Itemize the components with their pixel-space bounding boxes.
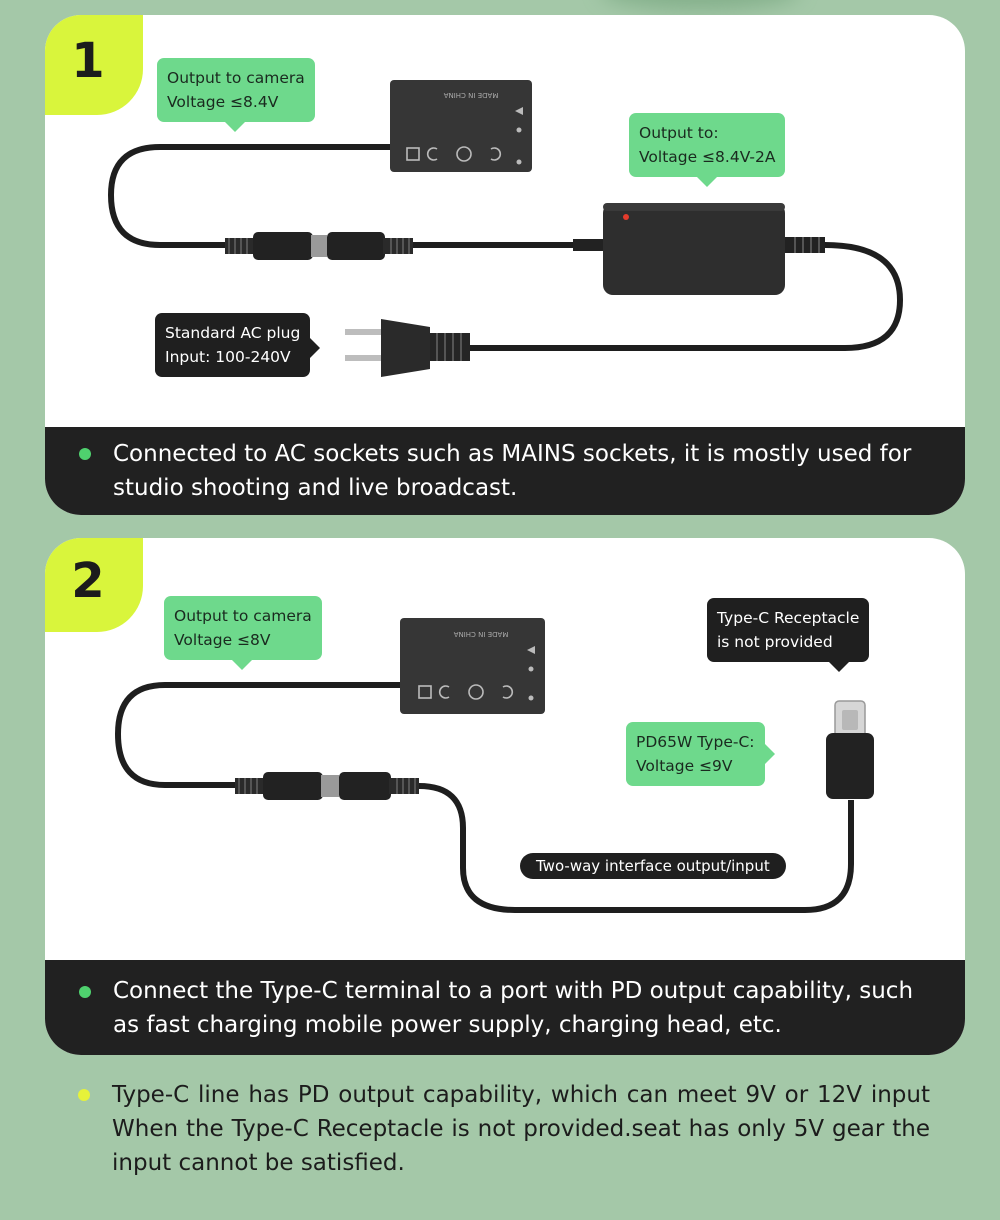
receptacle-callout: Type-C Receptacle is not provided [707,598,870,672]
barrel-connector [235,772,419,800]
battery-label: MADE IN CHINA [453,630,508,638]
type-c-panel: 2 MADE I [45,538,965,1055]
barrel-connector [225,232,413,260]
type-c-connector [826,700,874,799]
step-number-badge: 1 [45,15,143,115]
two-way-interface-label: Two-way interface output/input [520,853,786,879]
dummy-battery: MADE IN CHINA [400,618,545,714]
panel-caption: Connect the Type-C terminal to a port wi… [45,960,965,1055]
pd-type-c-callout: PD65W Type-C: Voltage ≤9V [626,722,775,786]
battery-label: MADE IN CHINA [443,91,498,99]
ac-adapter-diagram: MADE IN CHINA [107,80,904,377]
ac-adapter-panel: 1 [45,15,965,515]
bullet-dot [79,986,91,998]
bullet-dot [78,1089,90,1101]
background-decoration [600,0,800,10]
dc-cable-upper [107,144,390,248]
panel-caption: Connected to AC sockets such as MAINS so… [45,427,965,515]
type-c-diagram: MADE IN CHINA [114,618,874,913]
ac-plug [345,319,470,377]
bullet-dot [79,448,91,460]
adapter-output-callout: Output to: Voltage ≤8.4V-2A [629,113,786,187]
ac-cable [465,242,904,351]
adapter-left-strain [573,239,603,251]
dummy-battery: MADE IN CHINA [390,80,532,172]
power-adapter-box [603,203,785,295]
type-c-cable [418,783,854,913]
camera-output-callout: Output to camera Voltage ≤8V [164,596,322,670]
dc-cable-upper [114,682,400,788]
ac-plug-callout: Standard AC plug Input: 100-240V [155,313,321,377]
camera-output-callout: Output to camera Voltage ≤8.4V [157,58,315,132]
footer-note: Type-C line has PD output capability, wh… [112,1082,930,1176]
adapter-right-strain [785,237,825,253]
step-number-badge: 2 [45,538,143,632]
